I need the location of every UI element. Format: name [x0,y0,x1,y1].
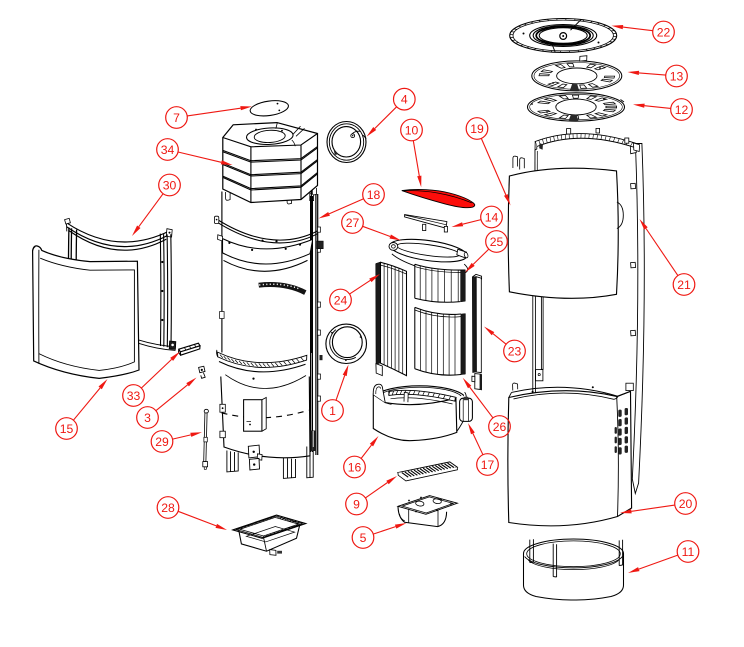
svg-text:22: 22 [657,25,671,39]
svg-text:23: 23 [508,344,522,358]
svg-text:34: 34 [161,143,175,157]
svg-text:10: 10 [405,123,419,137]
svg-text:20: 20 [679,497,693,511]
svg-text:9: 9 [353,497,360,511]
svg-text:19: 19 [470,122,484,136]
svg-text:33: 33 [127,389,141,403]
svg-text:15: 15 [60,422,74,436]
svg-text:18: 18 [367,188,381,202]
svg-text:4: 4 [401,93,408,107]
svg-text:7: 7 [173,111,180,125]
svg-text:21: 21 [677,278,691,292]
svg-text:28: 28 [161,501,175,515]
svg-text:27: 27 [346,216,360,230]
svg-text:13: 13 [670,69,684,83]
svg-text:25: 25 [490,235,504,249]
svg-text:5: 5 [360,531,367,545]
svg-text:11: 11 [682,545,695,559]
svg-text:3: 3 [144,411,151,425]
svg-text:1: 1 [329,404,336,418]
svg-text:24: 24 [334,293,348,307]
svg-text:17: 17 [481,458,495,472]
svg-text:30: 30 [163,178,177,192]
svg-text:14: 14 [485,210,499,224]
svg-text:26: 26 [493,420,507,434]
svg-text:16: 16 [348,460,362,474]
svg-text:12: 12 [675,103,689,117]
svg-text:29: 29 [155,435,169,449]
